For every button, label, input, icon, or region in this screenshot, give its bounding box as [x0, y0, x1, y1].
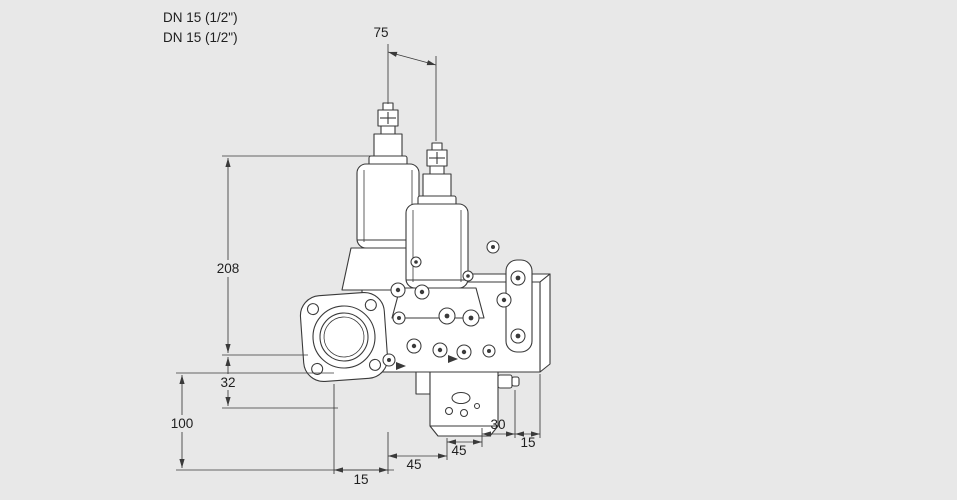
bottom-hole [473, 402, 481, 410]
screw-center [387, 358, 391, 362]
left-flange [299, 291, 389, 383]
screw-center [491, 245, 495, 249]
dim-label-100: 100 [171, 416, 194, 431]
connection-label-1: DN 15 (1/2") [163, 10, 238, 25]
label-backplate-32 [214, 374, 242, 390]
screw-center [487, 349, 491, 353]
neck-2 [422, 173, 452, 199]
label-backplate-208 [210, 260, 246, 277]
flow-direction-arrow [448, 355, 458, 363]
screw-center [411, 343, 417, 349]
stem-1 [380, 125, 396, 135]
flange-bolt [311, 362, 324, 375]
screw-center [397, 316, 401, 320]
screw-center [419, 289, 425, 295]
connection-label-2: DN 15 (1/2") [163, 30, 238, 45]
screw-center [437, 347, 443, 353]
dim-label-15-right: 15 [520, 435, 535, 450]
label-backplate-100 [161, 415, 203, 432]
dim-line-75 [387, 51, 437, 66]
solenoid-actuator-2 [391, 142, 485, 319]
flow-direction-arrow [396, 362, 406, 370]
dim-label-45-b: 45 [451, 443, 466, 458]
bottom-port-oval [451, 391, 471, 405]
screw-center [468, 315, 474, 321]
screw-center [444, 313, 450, 319]
dimension-lines [176, 44, 541, 474]
dim-label-32: 32 [220, 375, 235, 390]
flange-port-thread [323, 316, 365, 358]
drawing-labels: DN 15 (1/2") DN 15 (1/2") 75 208 32 100 … [163, 10, 536, 487]
screw-center [501, 297, 507, 303]
dim-label-15-bottom: 15 [353, 472, 368, 487]
screw-center [466, 274, 470, 278]
bottom-block-underside [429, 425, 499, 437]
coil-2 [405, 203, 469, 289]
bottom-flange-block [415, 371, 520, 437]
dim-label-75: 75 [373, 25, 388, 40]
screw-center [515, 333, 521, 339]
stem-2 [429, 165, 445, 175]
flange-port-mid [319, 312, 369, 362]
dim-label-45-a: 45 [406, 457, 421, 472]
body-screws [382, 240, 526, 370]
dim-label-30: 30 [490, 417, 505, 432]
flange-bolt [306, 303, 320, 316]
bottom-hole [444, 406, 454, 416]
neck-1 [373, 133, 403, 159]
flange-bolt [364, 299, 377, 312]
pressure-tap-tip [511, 376, 520, 387]
bottom-block-step [415, 371, 431, 395]
screw-center [414, 260, 418, 264]
bonnet-2 [391, 287, 485, 319]
flange-port-outer [312, 305, 376, 369]
dim-label-208: 208 [217, 261, 240, 276]
flange-bolt [368, 358, 382, 371]
screw-center [515, 275, 521, 281]
screw-center [461, 349, 467, 355]
bottom-hole [459, 408, 469, 418]
screw-center [395, 287, 401, 293]
pressure-tap-stub [497, 374, 513, 389]
body-right-face [539, 273, 551, 373]
